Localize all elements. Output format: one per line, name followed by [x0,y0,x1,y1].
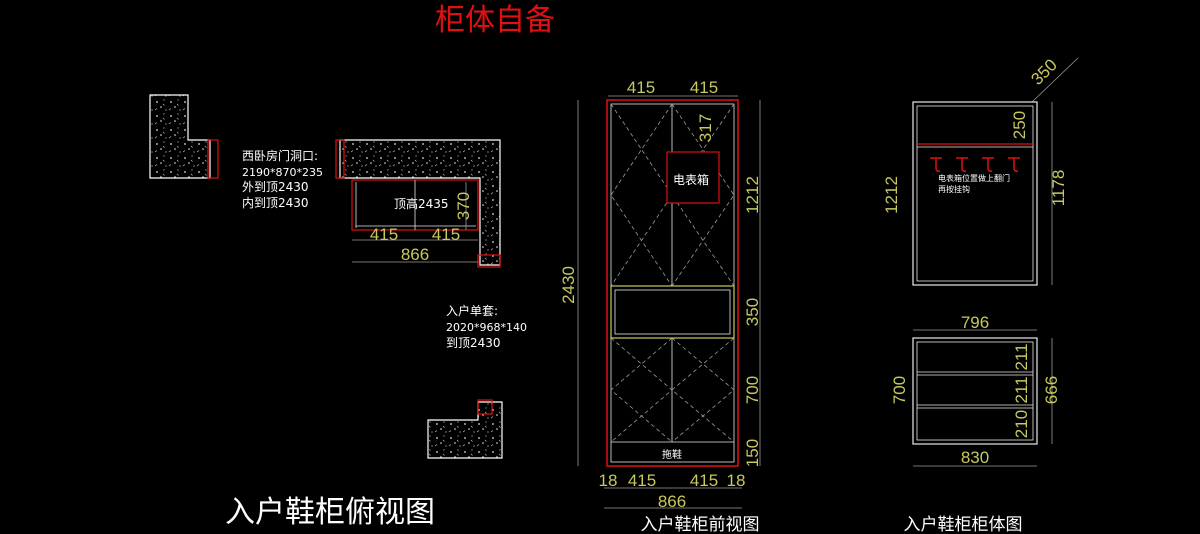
front-dim-350: 350 [743,298,762,326]
body-dim-250: 250 [1010,111,1029,139]
wall-red-edge-bottom [477,254,501,268]
front-dim-2430: 2430 [559,266,578,304]
front-bottom-866: 866 [658,492,686,511]
top-title: 柜体自备 [435,3,555,38]
front-dim-317: 317 [696,114,715,142]
body-note-2: 再按挂钩 [938,184,970,194]
front-dim-700: 700 [743,376,762,404]
plan-dim-415-right: 415 [432,225,460,244]
wall-red-edge-left [335,139,345,179]
body-dim-211-mid: 211 [1012,376,1031,403]
plan-view-title: 入户鞋柜俯视图 [225,495,435,530]
west-bedroom-note-2: 2190*870*235 [242,166,323,179]
wall-bottom-red-edge [477,399,493,415]
body-view-title: 入户鞋柜柜体图 [904,515,1023,534]
ceiling-height-label: 顶高2435 [394,196,449,211]
body-dim-666: 666 [1042,376,1061,404]
entry-door-note-3: 到顶2430 [446,336,501,350]
body-dim-830: 830 [961,448,989,467]
hook-icons [930,157,1020,172]
plan-dim-866: 866 [401,245,429,264]
front-view: 415 415 电表箱 317 拖鞋 1212 350 [559,78,762,534]
west-bedroom-note-1: 西卧房门洞口: [242,148,318,163]
body-dim-796: 796 [961,313,989,332]
front-bottom-415-left: 415 [628,471,656,490]
body-dim-700: 700 [890,376,909,404]
body-dim-1178: 1178 [1049,170,1068,207]
west-bedroom-note-4: 内到顶2430 [242,196,309,210]
west-bedroom-note-3: 外到顶2430 [242,180,309,194]
body-dim-350: 350 [1027,55,1060,88]
front-dim-1212: 1212 [743,176,762,214]
entry-door-note-2: 2020*968*140 [446,321,527,334]
meter-box-label: 电表箱 [673,172,709,187]
body-lower-outline [912,337,1038,445]
plan-view: 415 415 370 866 顶高2435 西卧房门洞口: 2190*870*… [149,94,527,530]
body-upper-outline [912,101,1038,286]
body-note-1: 电表箱位置做上翻门 [938,173,1010,183]
slipper-label: 拖鞋 [662,448,682,461]
front-top-415-right: 415 [690,78,718,97]
body-view: 350 250 电表箱位置做上翻门 再按挂钩 1212 1178 796 700… [882,55,1079,534]
front-view-title: 入户鞋柜前视图 [641,515,760,534]
meter-box [666,151,720,204]
front-inner-outline [610,103,735,463]
wall-upper-left [149,94,211,179]
body-dim-211-top: 211 [1012,343,1031,370]
body-dim-1212: 1212 [882,176,901,214]
plan-dim-370: 370 [454,192,473,220]
wall-bottom [427,401,503,459]
front-top-415-left: 415 [627,78,655,97]
open-shelf [610,285,735,339]
front-bottom-415-right: 415 [690,471,718,490]
body-dim-210: 210 [1012,410,1031,438]
front-bottom-18-right: 18 [727,471,746,490]
plan-dim-415-left: 415 [370,225,398,244]
front-cabinet-outline [606,99,739,467]
front-dim-150: 150 [743,439,762,467]
entry-door-note-1: 入户单套: [446,303,498,318]
door-jamb-red [207,139,219,179]
front-bottom-18-left: 18 [599,471,618,490]
